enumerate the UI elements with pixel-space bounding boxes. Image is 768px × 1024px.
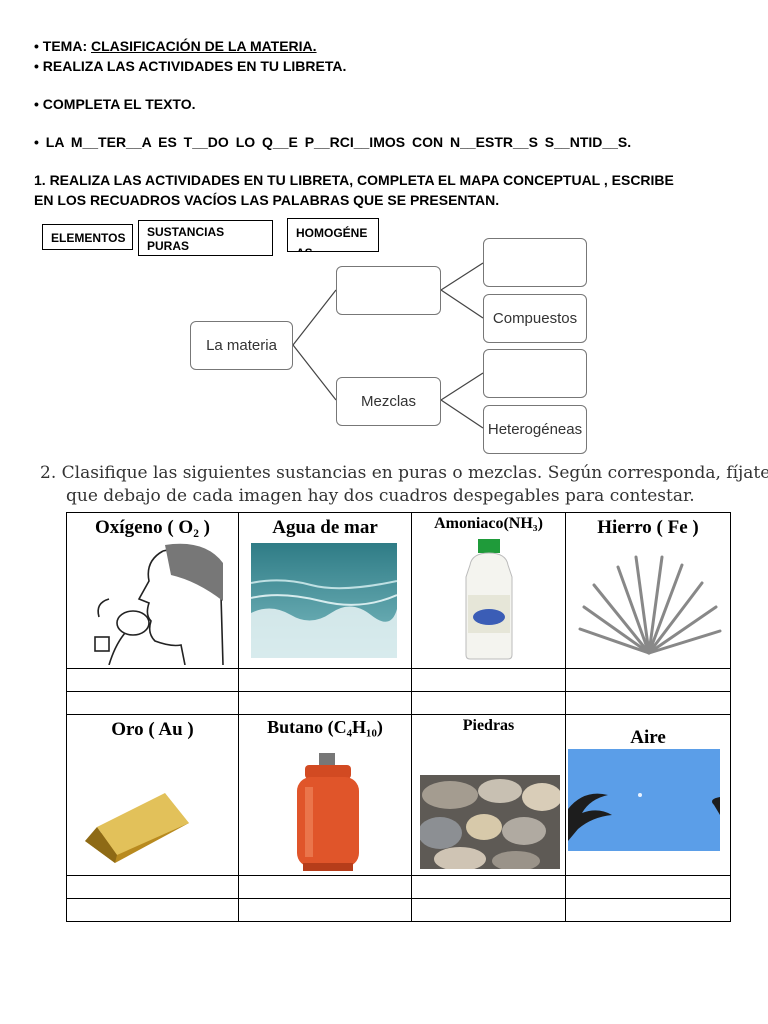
activity2-line2: que debajo de cada imagen hay dos cuadro…	[66, 486, 695, 506]
label-oro: Oro ( Au )	[111, 719, 194, 740]
iron-nails-icon	[578, 555, 722, 655]
activity1-line2: EN LOS RECUADROS VACÍOS LAS PALABRAS QUE…	[34, 192, 500, 208]
label-piedras: Piedras	[462, 717, 515, 734]
answer-box[interactable]	[565, 668, 731, 692]
stones-icon	[420, 775, 560, 869]
node-blank-top[interactable]	[336, 266, 441, 315]
answer-box[interactable]	[66, 668, 239, 692]
cell-amoniaco: Amoniaco(NH₃)	[411, 512, 566, 669]
node-blank-leaf3[interactable]	[483, 349, 587, 398]
answer-box[interactable]	[238, 898, 412, 922]
fill-in-text: • LA M__TER__A ES T__DO LO Q__E P__RCI__…	[34, 134, 632, 150]
label-hierro: Hierro ( Fe )	[597, 517, 699, 538]
answer-box[interactable]	[565, 691, 731, 715]
tema-prefix: • TEMA:	[34, 38, 92, 54]
node-la-materia: La materia	[190, 321, 293, 370]
answer-box[interactable]	[411, 668, 566, 692]
word-sustancias-puras: SUSTANCIAS PURAS	[138, 220, 273, 256]
answer-box[interactable]	[66, 691, 239, 715]
cell-piedras: Piedras	[411, 714, 566, 876]
cell-butano: Butano (C₄H₁₀)	[238, 714, 412, 876]
node-blank-leaf1[interactable]	[483, 238, 587, 287]
activity1-line1: 1. REALIZA LAS ACTIVIDADES EN TU LIBRETA…	[34, 172, 674, 188]
answer-row-2a	[66, 875, 731, 899]
label-oxigeno: Oxígeno ( O₂ )	[95, 517, 210, 538]
label-butano: Butano (C₄H₁₀)	[267, 717, 383, 737]
sea-water-icon	[251, 543, 397, 658]
activity2-line1: 2. Clasifique las siguientes sustancias …	[40, 463, 768, 483]
tema-line: • TEMA: CLASIFICACIÓN DE LA MATERIA.	[34, 38, 317, 54]
tema-title: CLASIFICACIÓN DE LA MATERIA.	[91, 38, 317, 54]
answer-row-1b	[66, 691, 731, 715]
label-aire: Aire	[630, 727, 666, 748]
cell-hierro: Hierro ( Fe )	[565, 512, 731, 669]
ammonia-bottle-icon	[465, 539, 513, 660]
answer-box[interactable]	[411, 691, 566, 715]
face-mask-icon	[94, 543, 224, 665]
cell-aire: Aire	[565, 714, 731, 876]
answer-box[interactable]	[66, 875, 239, 899]
gas-cylinder-icon	[297, 753, 359, 871]
gold-bar-icon	[85, 793, 189, 863]
answer-row-1a	[66, 668, 731, 692]
answer-box[interactable]	[411, 898, 566, 922]
answer-box[interactable]	[411, 875, 566, 899]
answer-box[interactable]	[238, 668, 412, 692]
cell-oro: Oro ( Au )	[66, 714, 239, 876]
answer-box[interactable]	[238, 875, 412, 899]
answer-box[interactable]	[66, 898, 239, 922]
answer-box[interactable]	[565, 875, 731, 899]
classification-table: Oxígeno ( O₂ ) Agua de mar	[66, 512, 731, 922]
word-homogeneas: HOMOGÉNE AS	[287, 218, 379, 252]
answer-box[interactable]	[238, 691, 412, 715]
cell-agua-de-mar: Agua de mar	[238, 512, 412, 669]
node-compuestos: Compuestos	[483, 294, 587, 343]
label-agua-de-mar: Agua de mar	[272, 517, 378, 538]
answer-box[interactable]	[565, 898, 731, 922]
sky-icon	[568, 749, 720, 851]
instruction-libreta: • REALIZA LAS ACTIVIDADES EN TU LIBRETA.	[34, 58, 347, 74]
cell-oxigeno: Oxígeno ( O₂ )	[66, 512, 239, 669]
node-heterogeneas: Heterogéneas	[483, 405, 587, 454]
node-mezclas: Mezclas	[336, 377, 441, 426]
label-amoniaco: Amoniaco(NH₃)	[434, 515, 543, 532]
concept-map-connectors	[292, 262, 484, 429]
word-elementos: ELEMENTOS	[42, 224, 133, 250]
answer-row-2b	[66, 898, 731, 922]
instruction-completa: • COMPLETA EL TEXTO.	[34, 96, 196, 112]
